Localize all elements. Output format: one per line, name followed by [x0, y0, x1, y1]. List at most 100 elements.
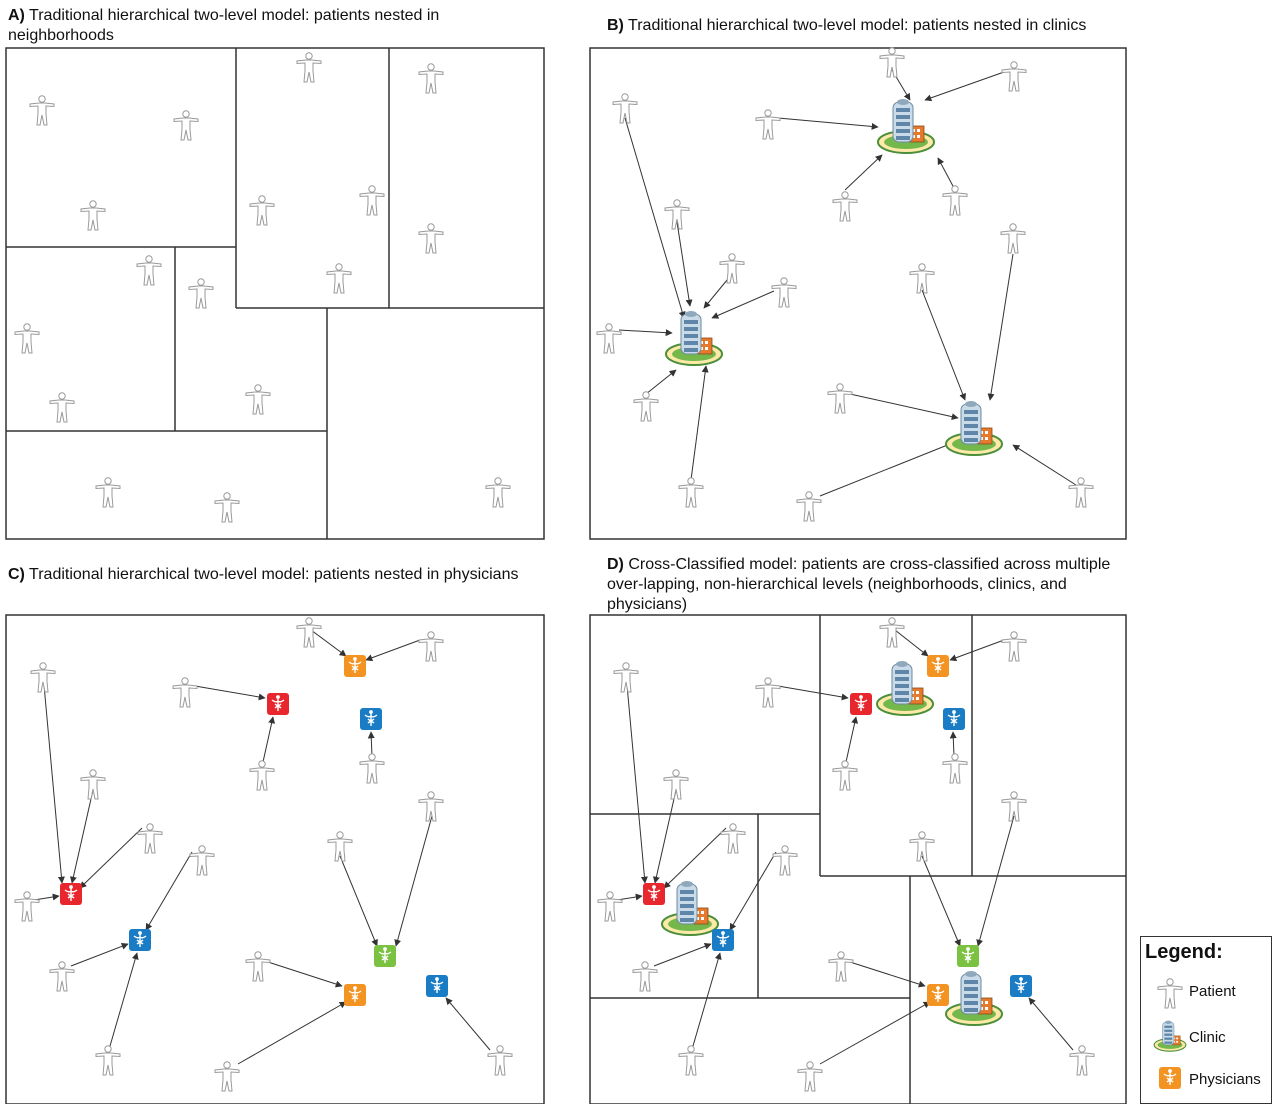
panel-c-title: C) Traditional hierarchical two-level mo…	[8, 566, 519, 583]
legend-label-patient: Patient	[1189, 983, 1236, 1000]
patient-icon	[136, 255, 162, 286]
clinic-icon	[945, 970, 1003, 1026]
legend-label-physicians: Physicians	[1189, 1071, 1261, 1088]
patient-icon	[772, 845, 798, 876]
patient-icon	[632, 961, 658, 992]
patient-icon	[189, 845, 215, 876]
panel-d	[589, 614, 1127, 1104]
patient-icon	[596, 323, 622, 354]
patient-icon	[832, 191, 858, 222]
physician-icon	[344, 984, 366, 1006]
panel-a	[5, 47, 545, 540]
physician-icon	[643, 883, 665, 905]
legend: Legend: Patient Clinic Physicians	[1140, 936, 1272, 1104]
panel-d-border	[589, 614, 1127, 1104]
patient-icon	[30, 662, 56, 693]
physician-icon	[360, 708, 382, 730]
panel-b-border	[589, 47, 1127, 540]
clinic-icon	[876, 660, 934, 716]
patient-icon	[485, 477, 511, 508]
clinic-icon	[1153, 1019, 1187, 1052]
patient-icon	[249, 195, 275, 226]
patient-icon	[909, 263, 935, 294]
clinic-icon	[945, 400, 1003, 456]
patient-icon	[245, 951, 271, 982]
panel-b	[589, 47, 1127, 540]
patient-icon	[613, 662, 639, 693]
patient-icon	[326, 263, 352, 294]
physician-icon	[850, 693, 872, 715]
arrows-d	[616, 629, 1074, 1065]
patients-b	[596, 47, 1094, 522]
patient-icon	[245, 384, 271, 415]
patient-icon	[663, 769, 689, 800]
patient-icon	[678, 1045, 704, 1076]
clinic-icon	[661, 880, 719, 936]
patient-icon	[80, 769, 106, 800]
patient-icon	[827, 383, 853, 414]
patient-icon	[173, 110, 199, 141]
physician-icon	[60, 883, 82, 905]
physician-icon	[374, 945, 396, 967]
physician-icon	[426, 975, 448, 997]
patient-icon	[633, 391, 659, 422]
patient-icon	[296, 52, 322, 83]
patient-icon	[418, 631, 444, 662]
clinic-icon	[665, 310, 723, 366]
patient-icon	[771, 277, 797, 308]
patient-icon	[487, 1045, 513, 1076]
patient-icon	[832, 760, 858, 791]
arrows-b	[618, 69, 1077, 497]
patient-icon	[720, 823, 746, 854]
neighborhood-boundaries-d	[590, 615, 1126, 1104]
patient-icon	[418, 223, 444, 254]
patient-icon	[828, 951, 854, 982]
patient-icon	[296, 617, 322, 648]
patient-icon	[418, 791, 444, 822]
arrows-c	[33, 629, 491, 1065]
patient-icon	[49, 961, 75, 992]
patient-icon	[1001, 631, 1027, 662]
patient-icon	[95, 1045, 121, 1076]
patient-icon	[1001, 61, 1027, 92]
physician-icon	[344, 655, 366, 677]
panel-c-border	[5, 614, 545, 1104]
physicians-c	[60, 655, 448, 1006]
patient-icon	[942, 185, 968, 216]
clinic-icon	[877, 98, 935, 154]
physicians-d	[643, 655, 1032, 1006]
patient-icon	[418, 63, 444, 94]
patient-icon	[797, 1061, 823, 1092]
patients-d	[597, 617, 1095, 1092]
legend-title: Legend:	[1145, 941, 1223, 963]
patient-icon	[29, 95, 55, 126]
physician-icon	[712, 929, 734, 951]
patient-icon	[1069, 1045, 1095, 1076]
patient-icon	[1000, 223, 1026, 254]
physician-icon	[1010, 975, 1032, 997]
patient-icon	[188, 278, 214, 309]
physician-icon	[957, 945, 979, 967]
physician-icon	[1159, 1067, 1181, 1089]
patient-icon	[172, 677, 198, 708]
patient-icon	[755, 109, 781, 140]
patient-icon	[214, 1061, 240, 1092]
patient-icon	[796, 491, 822, 522]
patient-icon	[95, 477, 121, 508]
patient-icon	[80, 200, 106, 231]
patient-icon	[359, 185, 385, 216]
physician-icon	[943, 708, 965, 730]
patient-icon	[942, 753, 968, 784]
patient-icon	[719, 253, 745, 284]
patient-icon	[597, 891, 623, 922]
patients-c	[14, 617, 513, 1092]
physician-icon	[927, 984, 949, 1006]
panel-d-title: D) Cross-Classified model: patients are …	[607, 556, 1111, 613]
physician-icon	[927, 655, 949, 677]
patient-icon	[249, 760, 275, 791]
patient-icon	[49, 392, 75, 423]
panel-c	[5, 614, 545, 1104]
patient-icon	[1157, 978, 1183, 1009]
panel-b-title: B) Traditional hierarchical two-level mo…	[607, 17, 1087, 34]
patient-icon	[879, 617, 905, 648]
